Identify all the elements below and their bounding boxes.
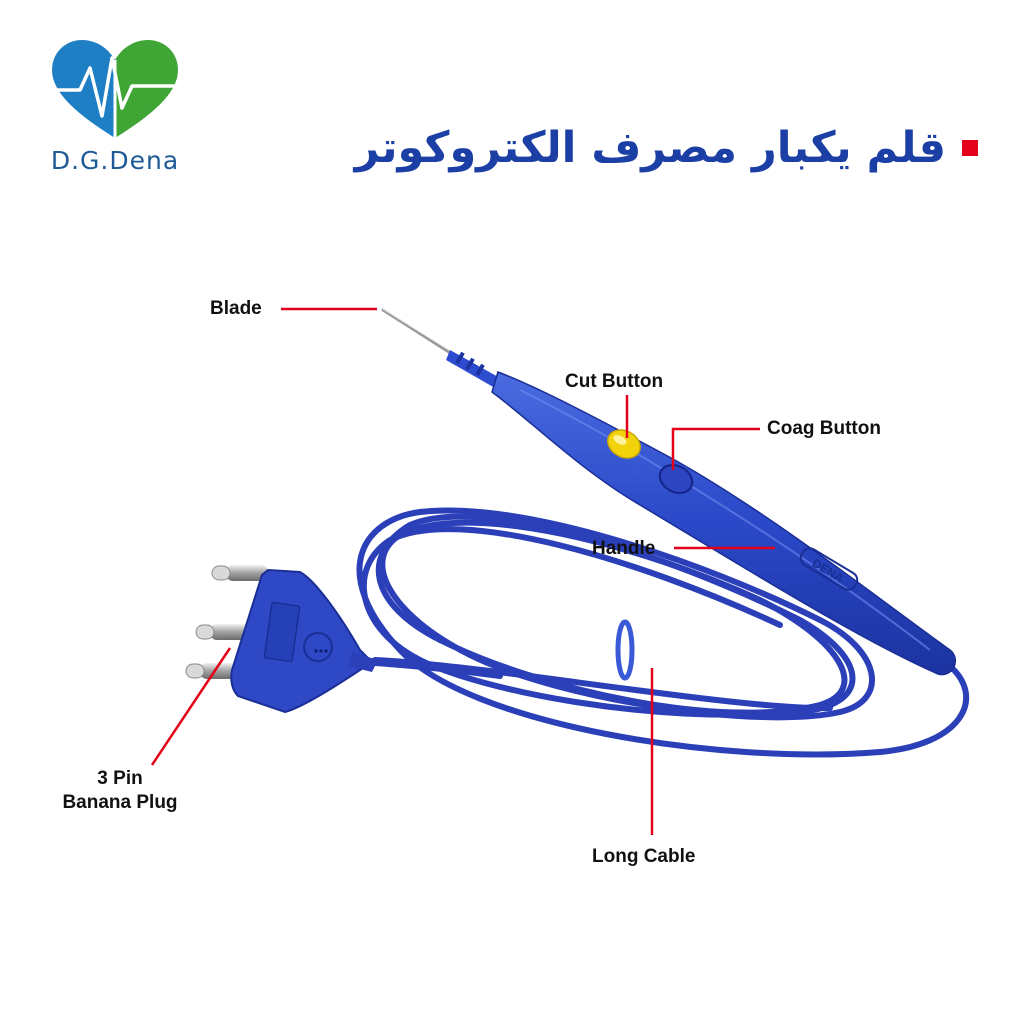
plug-label-line1: 3 Pin <box>97 768 143 789</box>
coag-button-label: Coag Button <box>767 418 881 439</box>
cable-label: Long Cable <box>592 846 696 867</box>
coag-button <box>658 464 694 494</box>
plug-label-line2: Banana Plug <box>62 792 178 813</box>
coag-button-callout-line <box>671 427 760 470</box>
cut-button-label: Cut Button <box>565 371 664 392</box>
callout-lines <box>150 307 775 835</box>
electrosurgical-pen: DENA <box>381 308 956 676</box>
blade-collar <box>446 350 500 388</box>
blade <box>381 308 454 356</box>
title-bullet <box>962 140 978 156</box>
cut-button <box>607 429 641 459</box>
handle-label: Handle <box>592 538 656 559</box>
brand-logo <box>52 40 178 138</box>
banana-plug <box>185 565 378 714</box>
blade-label: Blade <box>210 298 262 319</box>
page-title: قلم یکبار مصرف الکتروکوتر <box>354 123 946 173</box>
heart-pulse-icon <box>52 40 178 138</box>
plug-callout-line <box>150 647 232 766</box>
plug-label: 3 Pin Banana Plug <box>46 767 194 815</box>
plug-housing <box>230 568 378 714</box>
brand-name: D.G.Dena <box>50 146 180 175</box>
cable-tie <box>615 619 635 681</box>
title-row: قلم یکبار مصرف الکتروکوتر <box>355 118 978 178</box>
